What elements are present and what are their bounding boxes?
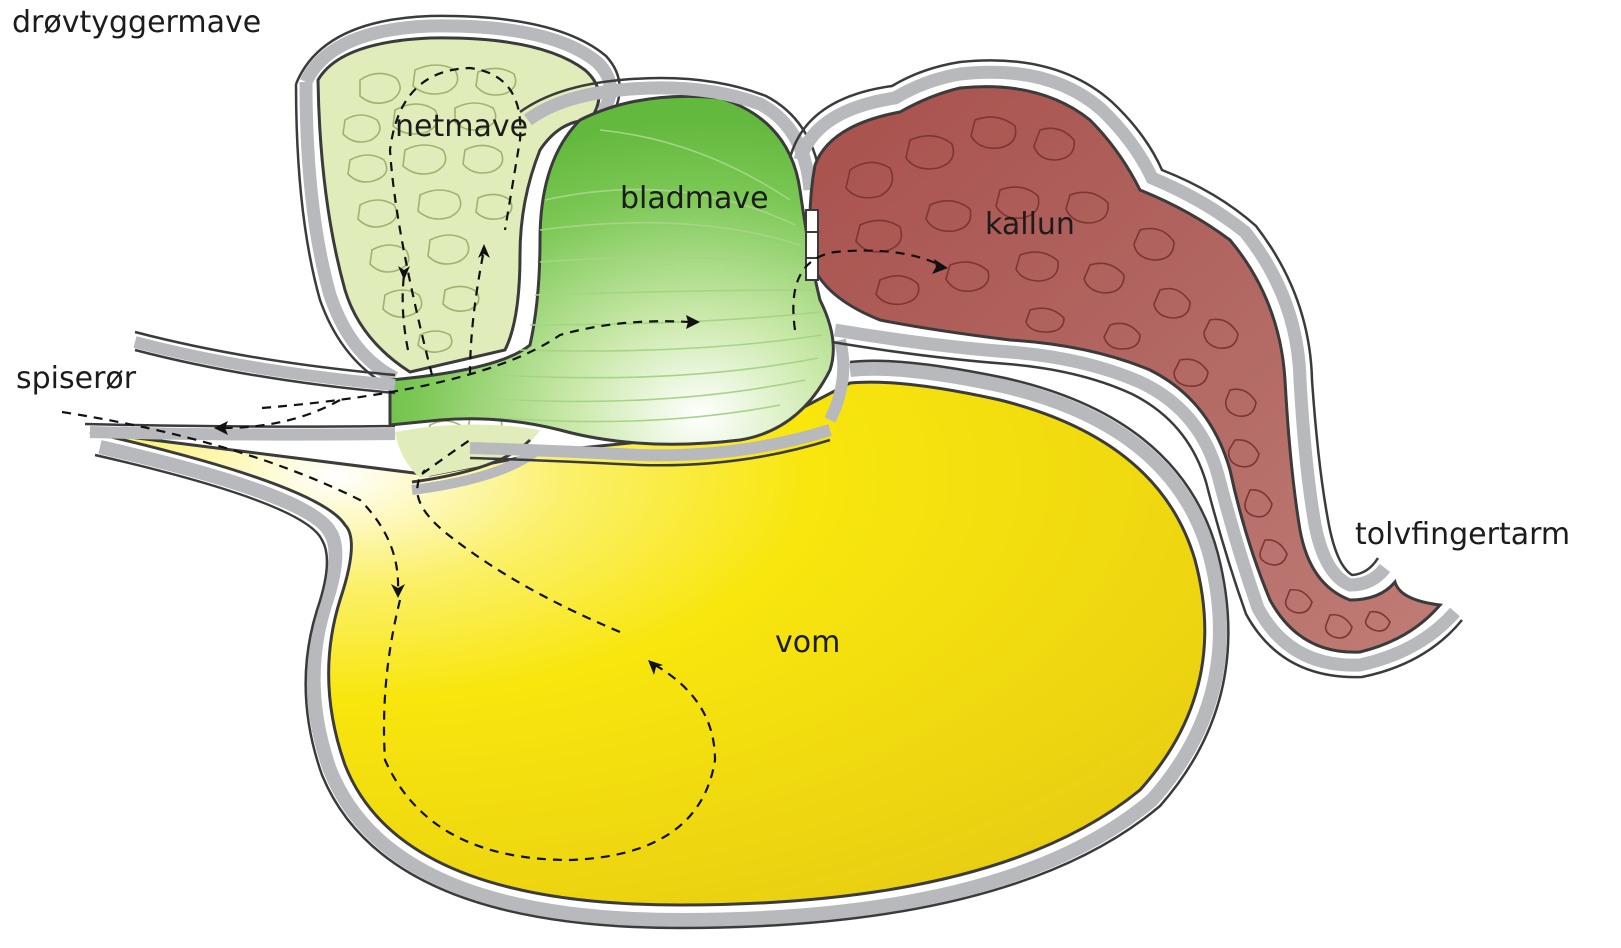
diagram-title: drøvtyggermave (12, 8, 261, 38)
label-vom: vom (775, 628, 840, 658)
label-kallun: kallun (985, 210, 1075, 240)
label-tolvfingertarm: tolvfingertarm (1355, 520, 1570, 550)
label-bladmave: bladmave (620, 184, 769, 214)
vom-chamber (90, 361, 1228, 928)
label-spiserør: spiserør (16, 364, 136, 394)
label-netmave: netmave (395, 112, 528, 142)
omasal-abomasal-opening (806, 210, 818, 280)
